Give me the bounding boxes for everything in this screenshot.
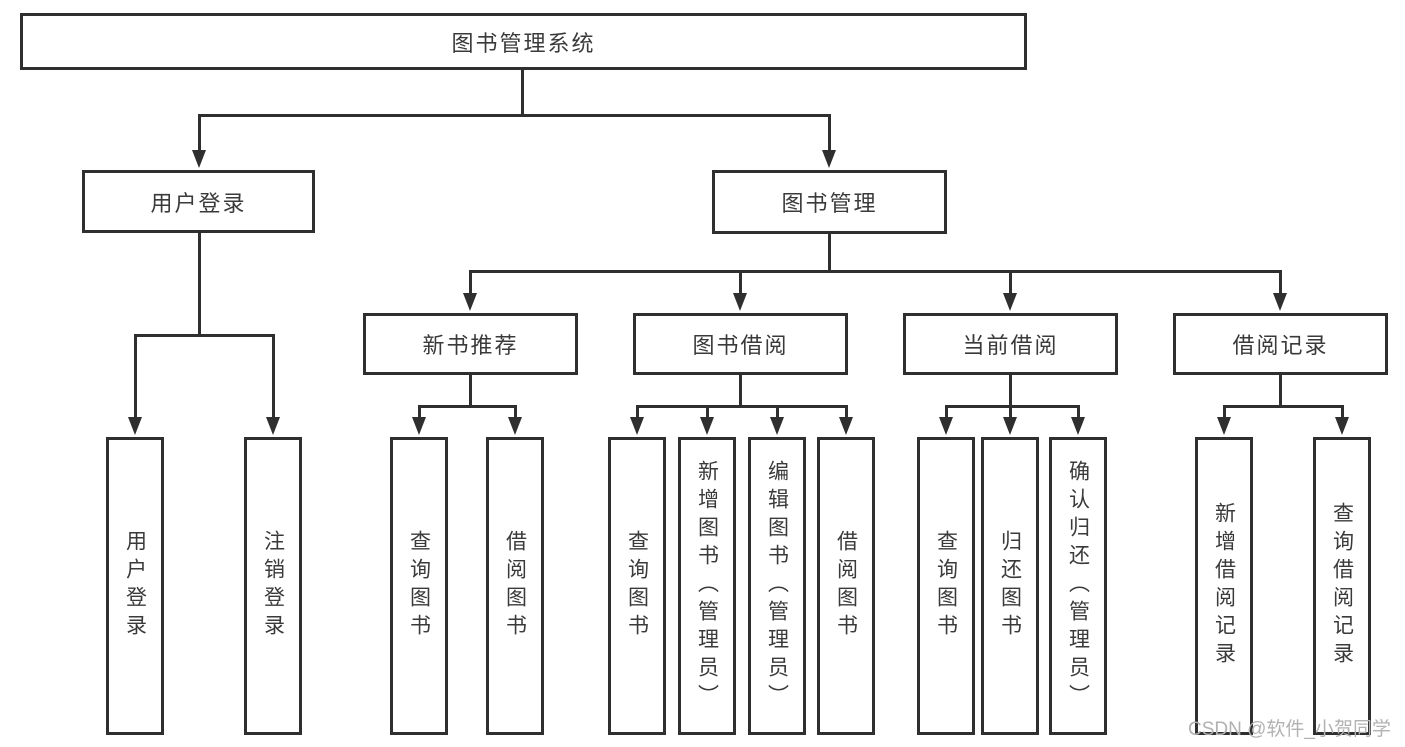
leaf-query-book-1-label: 查询图书: [407, 530, 431, 642]
connector-line: [739, 271, 742, 295]
leaf-user-login-label: 用户登录: [123, 530, 147, 642]
arrow-down-icon: [412, 417, 426, 435]
leaf-edit-book-admin: 编辑图书（管理员）: [748, 437, 806, 735]
leaf-query-book-2-label: 查询图书: [625, 530, 649, 642]
leaf-query-book-2: 查询图书: [608, 437, 666, 735]
leaf-confirm-return-admin-label: 确认归还（管理员）: [1066, 460, 1090, 712]
arrow-down-icon: [770, 417, 784, 435]
node-book-mgmt-label: 图书管理: [781, 191, 878, 216]
connector-line: [739, 375, 742, 407]
node-new-book-rec-label: 新书推荐: [422, 333, 519, 358]
arrow-down-icon: [630, 417, 644, 435]
arrow-down-icon: [1003, 417, 1017, 435]
connector-line: [828, 115, 831, 152]
node-book-borrow: 图书借阅: [633, 313, 848, 375]
leaf-logout-label: 注销登录: [261, 530, 285, 642]
node-book-mgmt: 图书管理: [712, 170, 947, 234]
connector-line: [514, 406, 517, 419]
leaf-add-borrow-record: 新增借阅记录: [1195, 437, 1253, 735]
connector-line: [134, 334, 275, 337]
node-current-borrow-label: 当前借阅: [962, 333, 1059, 358]
connector-line: [469, 271, 472, 295]
connector-line: [828, 234, 831, 272]
arrow-down-icon: [700, 417, 714, 435]
leaf-add-borrow-record-label: 新增借阅记录: [1212, 502, 1236, 670]
leaf-user-login: 用户登录: [106, 437, 164, 735]
arrow-down-icon: [939, 417, 953, 435]
leaf-borrow-book-2: 借阅图书: [817, 437, 875, 735]
node-user-login: 用户登录: [82, 170, 315, 233]
leaf-borrow-book-1-label: 借阅图书: [503, 530, 527, 642]
arrow-down-icon: [822, 150, 836, 168]
leaf-query-book-3: 查询图书: [917, 437, 975, 735]
arrow-down-icon: [192, 150, 206, 168]
arrow-down-icon: [266, 417, 280, 435]
leaf-borrow-book-1: 借阅图书: [486, 437, 544, 735]
leaf-return-book: 归还图书: [981, 437, 1039, 735]
connector-line: [706, 406, 709, 419]
arrow-down-icon: [1335, 417, 1349, 435]
connector-line: [1223, 405, 1344, 408]
node-borrow-record-label: 借阅记录: [1232, 333, 1329, 358]
node-root: 图书管理系统: [20, 13, 1027, 70]
leaf-return-book-label: 归还图书: [998, 530, 1022, 642]
leaf-add-book-admin-label: 新增图书（管理员）: [695, 460, 719, 712]
connector-line: [418, 406, 421, 419]
arrow-down-icon: [1273, 293, 1287, 311]
connector-line: [272, 335, 275, 419]
arrow-down-icon: [733, 293, 747, 311]
connector-line: [1223, 406, 1226, 419]
connector-line: [418, 405, 517, 408]
arrow-down-icon: [508, 417, 522, 435]
connector-line: [134, 335, 137, 419]
node-user-login-label: 用户登录: [150, 190, 247, 216]
arrow-down-icon: [1071, 417, 1085, 435]
connector-line: [1009, 375, 1012, 407]
connector-line: [469, 270, 1282, 273]
leaf-add-book-admin: 新增图书（管理员）: [678, 437, 736, 735]
connector-line: [198, 233, 201, 336]
leaf-borrow-book-2-label: 借阅图书: [834, 530, 858, 642]
connector-line: [469, 375, 472, 407]
node-new-book-rec: 新书推荐: [363, 313, 578, 375]
leaf-query-book-1: 查询图书: [390, 437, 448, 735]
leaf-logout: 注销登录: [244, 437, 302, 735]
connector-line: [1279, 271, 1282, 295]
node-current-borrow: 当前借阅: [903, 313, 1118, 375]
node-book-borrow-label: 图书借阅: [692, 333, 789, 358]
leaf-query-borrow-record-label: 查询借阅记录: [1330, 502, 1354, 670]
connector-line: [1009, 406, 1012, 419]
node-root-label: 图书管理系统: [451, 30, 596, 56]
arrow-down-icon: [1003, 293, 1017, 311]
arrow-down-icon: [1217, 417, 1231, 435]
connector-line: [1077, 406, 1080, 419]
node-borrow-record: 借阅记录: [1173, 313, 1388, 375]
connector-line: [1009, 271, 1012, 295]
connector-line: [636, 405, 848, 408]
connector-line: [845, 406, 848, 419]
csdn-watermark: CSDN @软件_小贺同学: [1188, 719, 1391, 740]
leaf-query-book-3-label: 查询图书: [934, 530, 958, 642]
arrow-down-icon: [463, 293, 477, 311]
connector-line: [945, 405, 1080, 408]
leaf-confirm-return-admin: 确认归还（管理员）: [1049, 437, 1107, 735]
connector-line: [198, 114, 831, 117]
leaf-query-borrow-record: 查询借阅记录: [1313, 437, 1371, 735]
leaf-edit-book-admin-label: 编辑图书（管理员）: [765, 460, 789, 712]
connector-line: [521, 70, 524, 116]
connector-line: [776, 406, 779, 419]
connector-line: [945, 406, 948, 419]
connector-line: [1279, 375, 1282, 407]
arrow-down-icon: [839, 417, 853, 435]
arrow-down-icon: [128, 417, 142, 435]
connector-line: [636, 406, 639, 419]
connector-line: [1341, 406, 1344, 419]
connector-line: [198, 115, 201, 152]
